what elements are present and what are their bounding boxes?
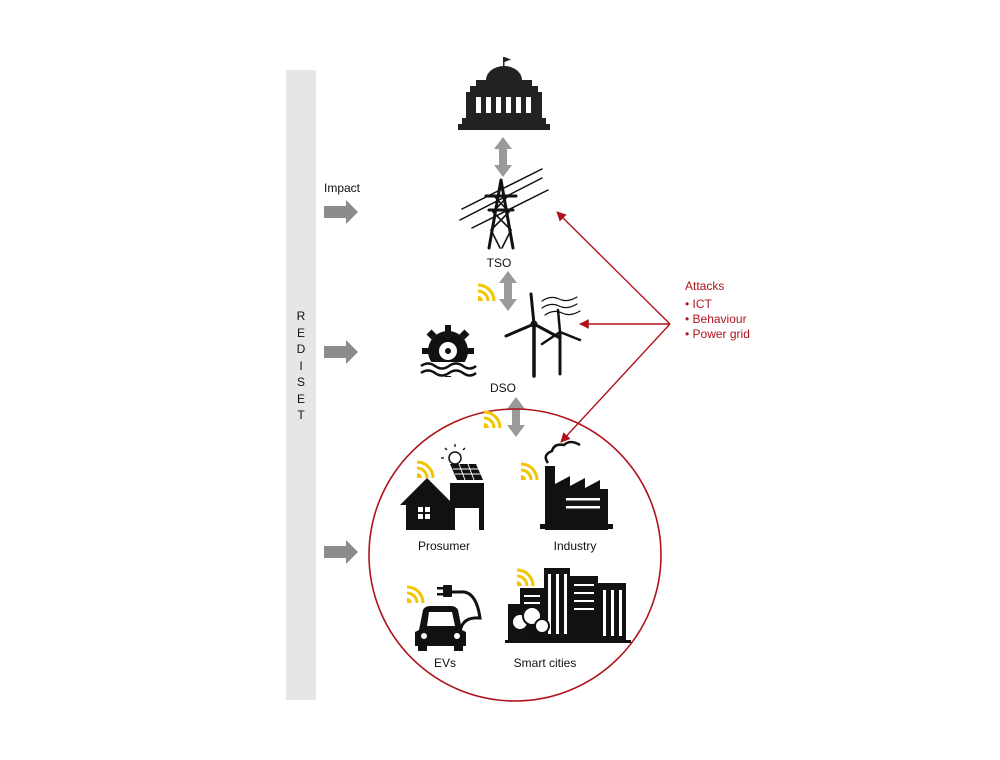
transmission-tower-icon — [459, 168, 549, 250]
impact-label: Impact — [324, 181, 361, 195]
wifi-icon-smart-cities — [515, 568, 535, 588]
government-building-icon — [458, 57, 550, 130]
side-letter: D — [296, 342, 306, 356]
wifi-icon-evs — [405, 585, 425, 605]
double-arrow-gov-tso — [494, 137, 512, 177]
double-arrow-dso-consumers — [507, 397, 525, 437]
rediset-side-bar — [286, 70, 316, 700]
side-letter: E — [296, 391, 305, 406]
rediset-vertical-label: R E D I S E T — [286, 308, 316, 424]
tso-label: TSO — [486, 256, 512, 270]
side-letter: R — [296, 309, 306, 323]
side-letter: E — [296, 325, 305, 340]
factory-icon — [540, 440, 613, 530]
attacks-title: Attacks — [685, 279, 725, 293]
smart-cities-label: Smart cities — [513, 656, 577, 670]
impact-arrow-consumers — [324, 540, 358, 564]
wifi-icon-industry — [519, 462, 539, 482]
ev-car-icon — [415, 585, 482, 651]
dso-label: DSO — [489, 381, 517, 395]
evs-label: EVs — [433, 656, 457, 670]
wifi-icon-prosumer — [415, 460, 435, 480]
attack-item-power-grid: • Power grid — [685, 327, 750, 341]
impact-arrow-tso — [324, 200, 358, 224]
wifi-icon-consumers-link — [482, 410, 502, 430]
impact-arrow-dso — [324, 340, 358, 364]
prosumer-label: Prosumer — [417, 539, 471, 553]
side-letter: T — [297, 408, 305, 422]
wifi-icon-dso-link — [476, 283, 496, 303]
side-letter: S — [296, 375, 305, 389]
attack-item-behaviour: • Behaviour — [685, 312, 747, 326]
consumer-circle — [368, 408, 662, 702]
attacks-legend: Attacks • ICT • Behaviour • Power grid — [685, 279, 750, 342]
smart-city-icon — [505, 568, 631, 643]
wind-turbine-icon — [504, 292, 582, 378]
watermill-icon — [420, 325, 477, 377]
double-arrow-tso-dso — [499, 271, 517, 311]
side-letter: I — [299, 358, 303, 373]
attack-item-ict: • ICT — [685, 297, 712, 311]
industry-label: Industry — [553, 539, 597, 553]
prosumer-house-icon — [400, 444, 484, 530]
attack-arrows — [556, 211, 671, 443]
